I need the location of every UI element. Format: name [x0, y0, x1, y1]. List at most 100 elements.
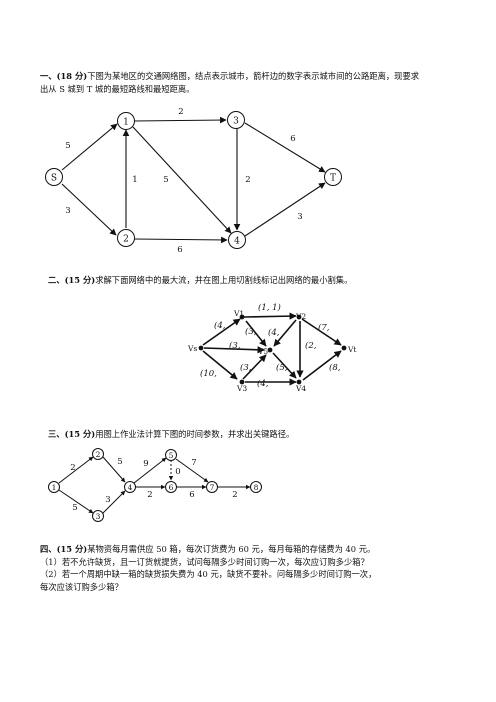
- q1-heading: 一、(18 分): [40, 71, 88, 81]
- edge-vs-v5: [203, 346, 265, 354]
- q4-text-line3: （2）若一个周期中缺一箱的缺货损失费为 40 元，缺货不要补。问每隔多少时间订购…: [40, 569, 377, 579]
- cap-v5-v4: (5,: [276, 362, 288, 373]
- q1-edges: [61, 116, 326, 244]
- edge-v1-v2: [243, 312, 297, 320]
- event-5-label: 5: [169, 451, 174, 460]
- cap-v1-v5: (3,: [245, 326, 257, 337]
- edge-1-3: [133, 116, 227, 124]
- event-2-label: 2: [96, 450, 101, 459]
- event-4-label: 4: [128, 483, 133, 492]
- cap-vs-v1: (4,: [214, 320, 226, 331]
- weight-1-4: 5: [163, 175, 168, 185]
- duration-3-4: 3: [105, 495, 110, 505]
- weight-3-t: 6: [290, 134, 295, 144]
- duration-6-7: 6: [189, 490, 194, 500]
- label-v5: V5: [257, 347, 268, 356]
- node-3-label: 3: [233, 117, 239, 127]
- label-v1: V1: [233, 309, 244, 318]
- q4-text-line4: 每次应该订购多少箱？: [40, 581, 123, 592]
- edge-1-4: [132, 126, 232, 234]
- node-s: [45, 168, 63, 186]
- duration-4-5: 9: [143, 459, 148, 469]
- edge-v3-v5: [242, 354, 267, 380]
- event-2: [92, 448, 104, 460]
- event-8-label: 8: [254, 483, 259, 492]
- node-3: [227, 111, 245, 129]
- node-v1: [239, 314, 245, 320]
- question-2: 二、(15 分)求解下面网络中的最大流，并在图上用切割线标记出网络的最小割集。: [48, 274, 468, 287]
- node-v2: [296, 314, 302, 320]
- weight-2-4: 6: [177, 245, 182, 255]
- duration-1-2: 2: [70, 463, 75, 473]
- node-1-label: 1: [123, 118, 129, 128]
- arc-5-7: [175, 458, 209, 483]
- weight-3-4: 2: [245, 175, 250, 185]
- node-t-label: T: [330, 174, 336, 184]
- q2-max-flow-network: Vs V1 V2 V3 V4 V5 Vt (1, 1) (4, (3, (4, …: [187, 302, 356, 393]
- duration-7-8: 2: [232, 490, 237, 500]
- cap-v4-vt: (8,: [329, 362, 341, 373]
- arc-4-5: [133, 457, 167, 484]
- arc-1-3: [58, 489, 94, 514]
- edge-vs-v3: [202, 350, 238, 380]
- event-6: [165, 481, 177, 493]
- label-vt: Vt: [347, 345, 356, 354]
- q1-nodes: [45, 111, 342, 249]
- node-vt: [341, 345, 347, 351]
- question-3: 三、(15 分)用图上作业法计算下图的时间参数，并求出关键路径。: [48, 428, 468, 441]
- event-6-label: 6: [169, 483, 174, 492]
- edge-4-t: [244, 182, 326, 237]
- cap-v2-vt: (7,: [318, 322, 330, 333]
- event-3: [92, 510, 104, 522]
- duration-4-6: 2: [147, 490, 152, 500]
- edge-v2-v5: [273, 319, 297, 347]
- node-2: [117, 229, 135, 247]
- arc-3-4: [102, 490, 126, 514]
- q1-text-line1: 下图为某地区的交通网络图，结点表示城市，箭杆边的数字表示城市间的公路距离，现要求: [87, 71, 420, 81]
- event-1-label: 1: [52, 483, 57, 492]
- cap-v3-v5: (3,: [240, 362, 252, 373]
- edge-v2-vt: [301, 318, 342, 346]
- node-s-label: S: [51, 174, 57, 184]
- edge-s-1: [61, 123, 118, 171]
- question-1: 一、(18 分)下图为某地区的交通网络图，结点表示城市，箭杆边的数字表示城市间的…: [40, 70, 465, 95]
- arc-1-2: [58, 456, 94, 484]
- node-4-label: 4: [234, 237, 240, 247]
- weight-s-2: 3: [65, 206, 70, 216]
- q3-activity-network: 1 2 3 4 5 6 7 8 2 5 5 3 9 2 0 7 6 2: [48, 448, 262, 522]
- edge-3-t: [244, 122, 326, 173]
- duration-2-4: 5: [117, 457, 122, 467]
- node-v4: [296, 379, 302, 385]
- weight-2-1: 1: [132, 175, 137, 185]
- q3-text: 用图上作业法计算下图的时间参数，并求出关键路径。: [95, 429, 295, 439]
- edge-v1-v5: [245, 320, 267, 347]
- edge-v4-vt: [302, 350, 342, 381]
- duration-5-7: 7: [191, 458, 196, 468]
- event-7-label: 7: [210, 483, 215, 492]
- node-vs: [198, 345, 204, 351]
- edge-vs-v1: [202, 318, 241, 346]
- node-v5: [267, 347, 273, 353]
- q1-text-line2: 出从 S 城到 T 城的最短路线和最短距离。: [40, 83, 195, 94]
- node-4: [228, 231, 246, 249]
- cap-v3-v4: (4,: [257, 378, 269, 389]
- node-t: [324, 168, 342, 186]
- label-v3: V3: [236, 384, 247, 393]
- question-4: 四、(15 分)某物资每月需供应 50 箱，每次订货费为 60 元，每月每箱的存…: [40, 543, 465, 593]
- edge-v5-v4: [272, 352, 297, 379]
- label-v4: V4: [295, 384, 306, 393]
- q2-text: 求解下面网络中的最大流，并在图上用切割线标记出网络的最小割集。: [95, 275, 353, 285]
- cap-v1-v2: (1, 1): [258, 302, 281, 313]
- weight-4-t: 3: [297, 212, 302, 222]
- weight-1-3: 2: [178, 107, 183, 117]
- label-vs: Vs: [187, 344, 197, 353]
- weight-s-1: 5: [65, 141, 70, 151]
- cap-v2-v5: (4,: [268, 327, 280, 338]
- cap-vs-v3: (10,: [200, 368, 217, 379]
- label-v2: V2: [295, 312, 306, 321]
- q4-heading: 四、(15 分): [40, 544, 88, 554]
- edge-s-2: [61, 183, 117, 236]
- q4-text-line2: （1）若不允许缺货，且一订货就提货，试问每隔多少时间订购一次，每次应订购多少箱？: [40, 556, 369, 567]
- event-3-label: 3: [96, 512, 101, 521]
